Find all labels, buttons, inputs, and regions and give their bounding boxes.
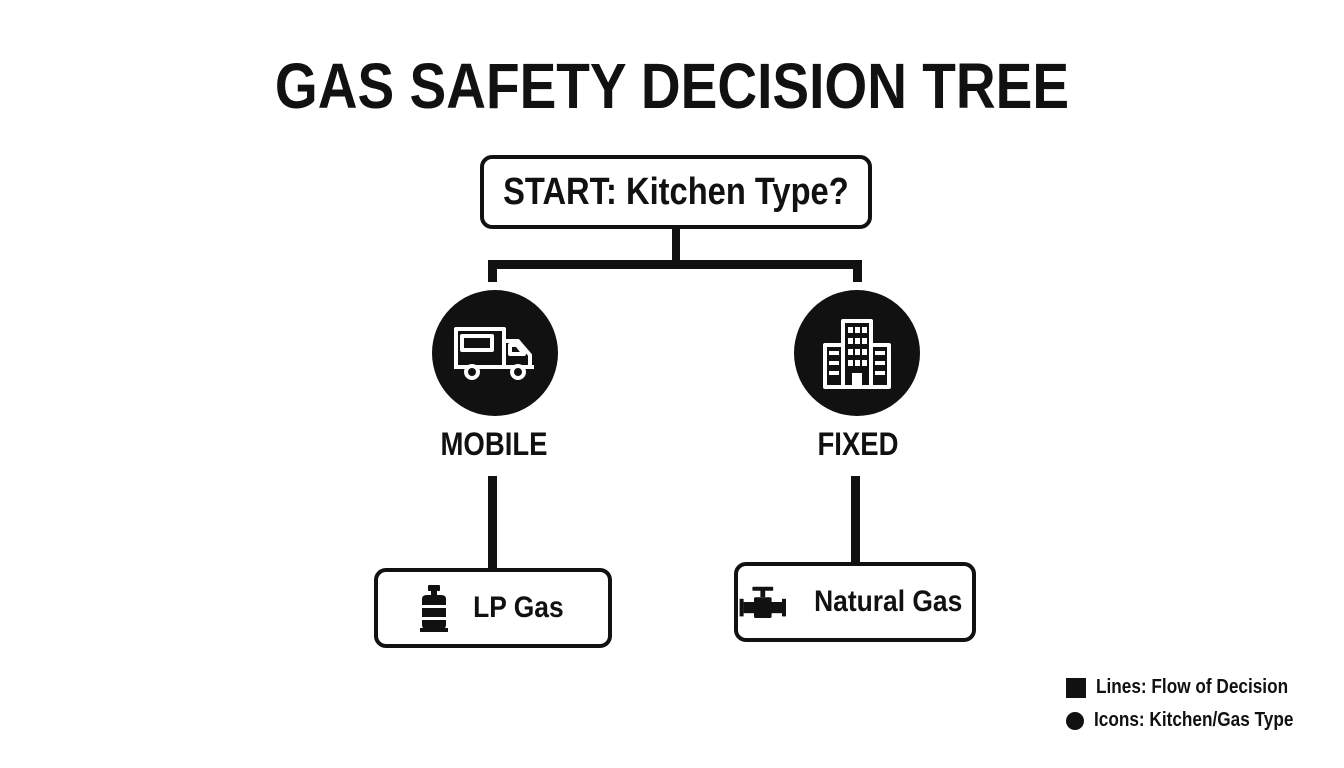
food-truck-icon <box>454 327 534 380</box>
connector-fixed-result <box>851 476 860 564</box>
fixed-circle <box>794 290 920 416</box>
result-natural-gas: Natural Gas <box>734 562 976 642</box>
legend-item-lines: Lines: Flow of Decision <box>1066 676 1326 699</box>
result-lp-gas-label: LP Gas <box>472 591 564 624</box>
legend-item-icons: Icons: Kitchen/Gas Type <box>1066 709 1326 732</box>
building-icon <box>823 319 891 389</box>
result-lp-gas: LP Gas <box>374 568 612 648</box>
branch-label-mobile: MOBILE <box>440 426 548 462</box>
legend: Lines: Flow of Decision Icons: Kitchen/G… <box>1066 676 1326 732</box>
propane-tank-icon <box>419 585 448 632</box>
branch-label-fixed: FIXED <box>817 426 899 462</box>
connector-start-stem <box>672 229 680 265</box>
connector-right-drop <box>853 260 862 282</box>
diagram-title: GAS SAFETY DECISION TREE <box>274 50 1070 122</box>
legend-square-icon <box>1066 677 1086 698</box>
mobile-circle <box>432 290 558 416</box>
connector-horizontal <box>488 260 862 269</box>
legend-label-lines: Lines: Flow of Decision <box>1096 676 1289 698</box>
start-node: START: Kitchen Type? <box>480 155 872 229</box>
legend-label-icons: Icons: Kitchen/Gas Type <box>1094 709 1294 731</box>
connector-mobile-result <box>488 476 497 570</box>
start-node-label: START: Kitchen Type? <box>503 170 849 213</box>
result-natural-gas-label: Natural Gas <box>813 585 962 618</box>
legend-circle-icon <box>1066 711 1084 730</box>
connector-left-drop <box>488 260 497 282</box>
gas-pipe-valve-icon <box>739 586 786 618</box>
